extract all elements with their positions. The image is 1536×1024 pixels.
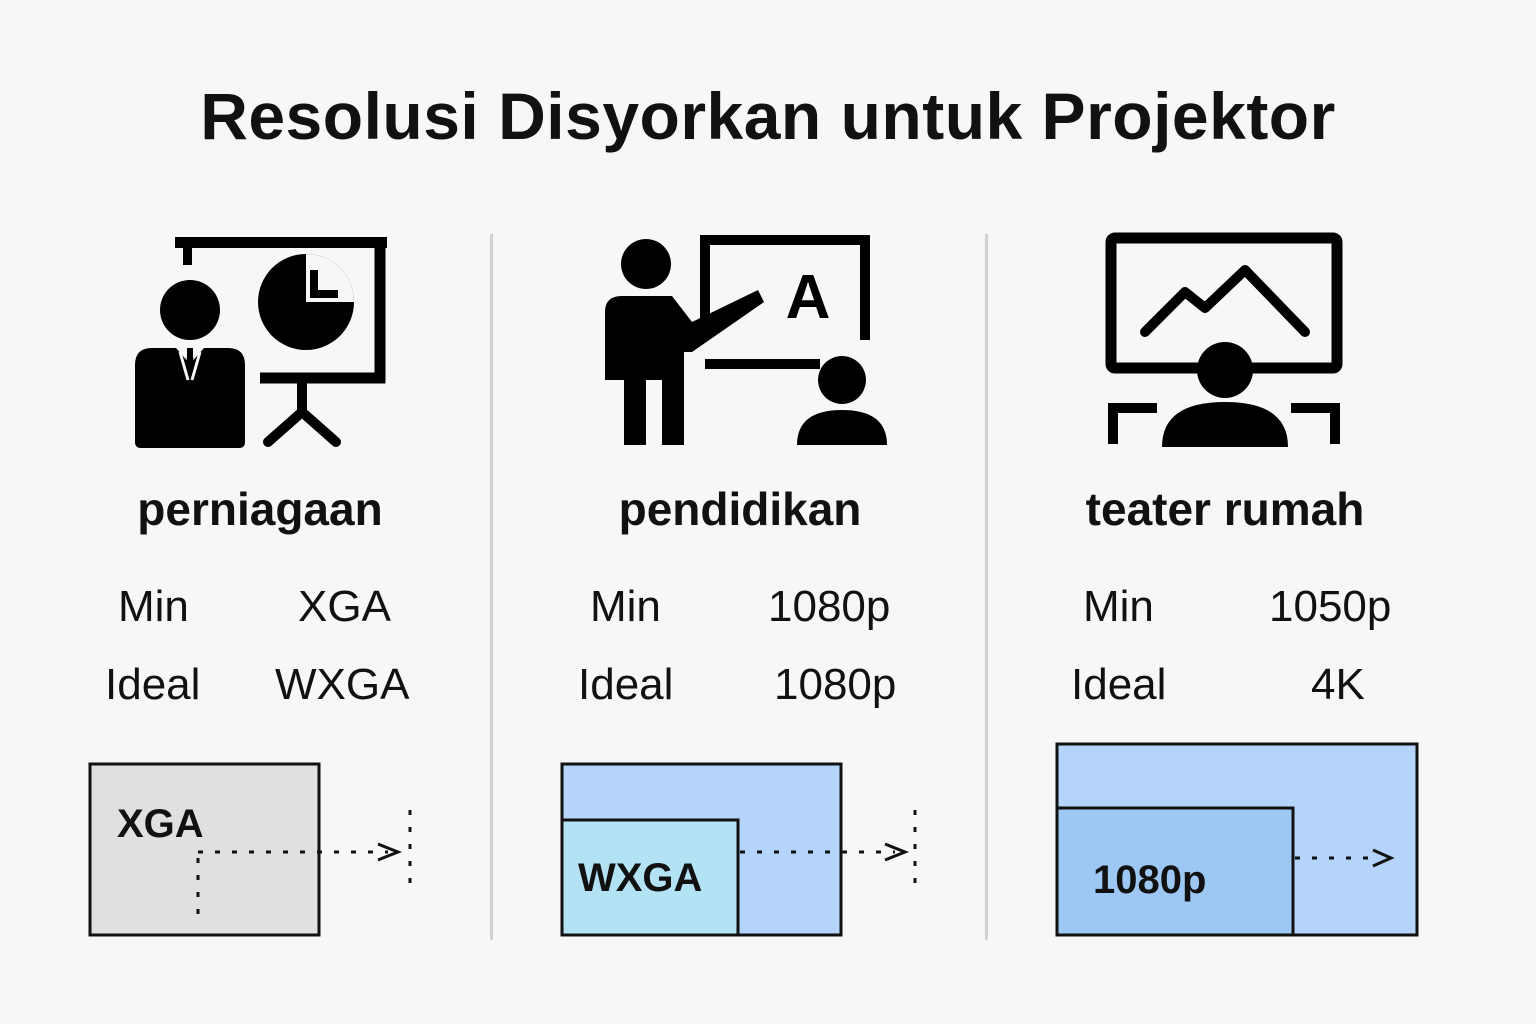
ideal-value: 1080p bbox=[774, 660, 897, 709]
home-theater-icon bbox=[1105, 232, 1343, 447]
ideal-label: Ideal bbox=[1071, 660, 1167, 709]
inner-resolution-box bbox=[1055, 806, 1295, 937]
category-column-business: perniagaan Min XGA Ideal WXGA XGA bbox=[60, 0, 460, 1024]
ideal-resolution-row: Ideal WXGA bbox=[60, 660, 460, 710]
min-resolution-row: Min XGA bbox=[60, 582, 460, 632]
resolution-diagram bbox=[560, 762, 917, 937]
min-value: 1050p bbox=[1269, 582, 1392, 631]
min-label: Min bbox=[118, 582, 189, 631]
ideal-label: Ideal bbox=[578, 660, 674, 709]
ideal-label: Ideal bbox=[105, 660, 201, 709]
resolution-diagram bbox=[88, 762, 412, 937]
category-column-home-theater: teater rumah Min 1050p Ideal 4K 1080p bbox=[1025, 0, 1425, 1024]
min-label: Min bbox=[590, 582, 661, 631]
min-resolution-row: Min 1080p bbox=[540, 582, 940, 632]
min-value: XGA bbox=[298, 582, 391, 631]
ideal-value: WXGA bbox=[275, 660, 410, 709]
category-label: teater rumah bbox=[1085, 483, 1365, 535]
ideal-resolution-row: Ideal 1080p bbox=[540, 660, 940, 710]
resolution-diagram bbox=[1055, 742, 1419, 937]
business-presentation-icon bbox=[135, 237, 387, 448]
inner-resolution-box bbox=[560, 818, 740, 937]
column-divider bbox=[490, 234, 493, 940]
category-label: perniagaan bbox=[137, 483, 383, 535]
svg-text:A: A bbox=[786, 263, 831, 332]
category-column-education: A pendidikan Min 1080p Ideal 1080p WXGA bbox=[540, 0, 940, 1024]
min-value: 1080p bbox=[768, 582, 891, 631]
box-label: XGA bbox=[117, 802, 204, 846]
box-label: WXGA bbox=[578, 856, 703, 900]
page-title: Resolusi Disyorkan untuk Projektor bbox=[200, 79, 1336, 153]
min-resolution-row: Min 1050p bbox=[1025, 582, 1425, 632]
teacher-classroom-icon: A bbox=[605, 235, 887, 445]
box-label: 1080p bbox=[1093, 858, 1207, 902]
outer-resolution-box bbox=[88, 762, 321, 937]
column-divider bbox=[985, 234, 988, 940]
ideal-resolution-row: Ideal 4K bbox=[1025, 660, 1425, 710]
ideal-value: 4K bbox=[1311, 660, 1365, 709]
category-label: pendidikan bbox=[618, 483, 862, 535]
min-label: Min bbox=[1083, 582, 1154, 631]
